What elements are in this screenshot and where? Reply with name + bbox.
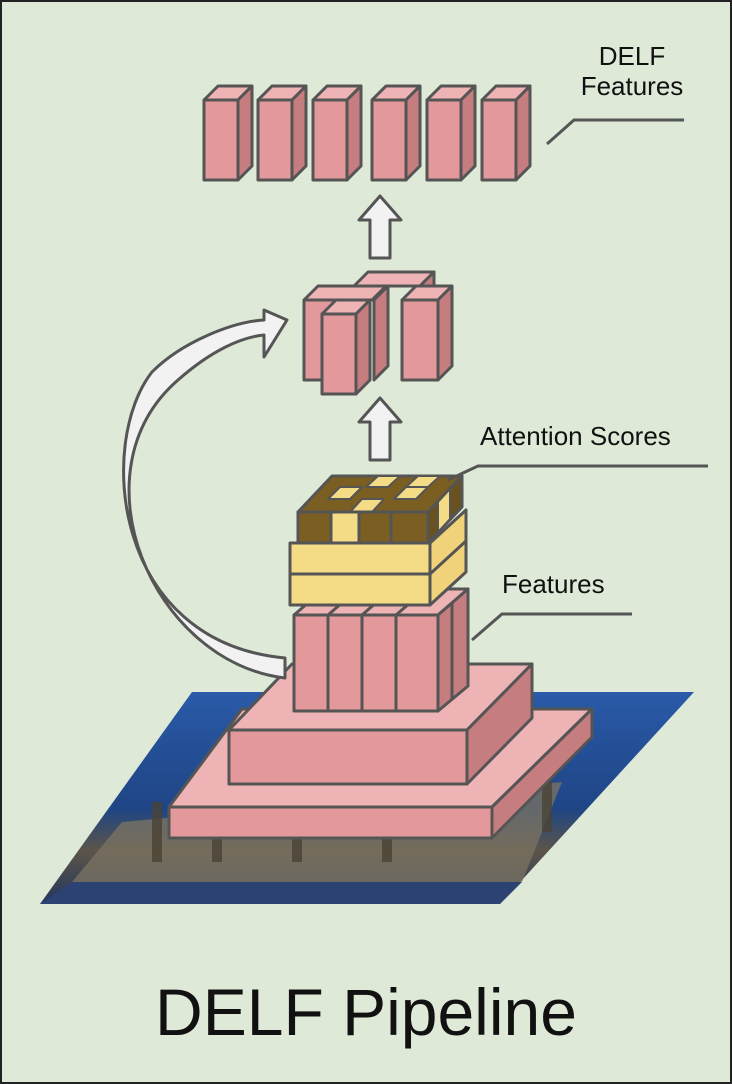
leader-features [471, 612, 632, 642]
feature-column-4 [370, 84, 422, 182]
label-delf-line1: DELF [598, 41, 666, 71]
feature-column-6 [480, 84, 532, 182]
attention-block [288, 474, 468, 607]
delf-feature-columns [202, 84, 532, 182]
label-attention-scores: Attention Scores [480, 421, 671, 451]
selected-features-block [302, 270, 454, 396]
feature-column-3 [311, 84, 363, 182]
leader-attention [447, 464, 708, 482]
diagram-title: DELF Pipeline [155, 975, 577, 1049]
feature-column-2 [256, 84, 308, 182]
feature-column-1 [202, 84, 254, 182]
label-delf-line2: Features [580, 70, 684, 101]
skip-connection-arrow [122, 308, 289, 680]
leader-delf [546, 118, 684, 146]
up-arrow-lower [357, 396, 403, 462]
label-delf-features: DELF Features [564, 41, 700, 102]
leader-lines [447, 118, 708, 642]
feature-column-5 [425, 84, 477, 182]
cnn-pyramid [167, 662, 594, 840]
features-block [292, 587, 470, 713]
label-features: Features [502, 569, 605, 599]
up-arrow-upper [357, 194, 403, 260]
